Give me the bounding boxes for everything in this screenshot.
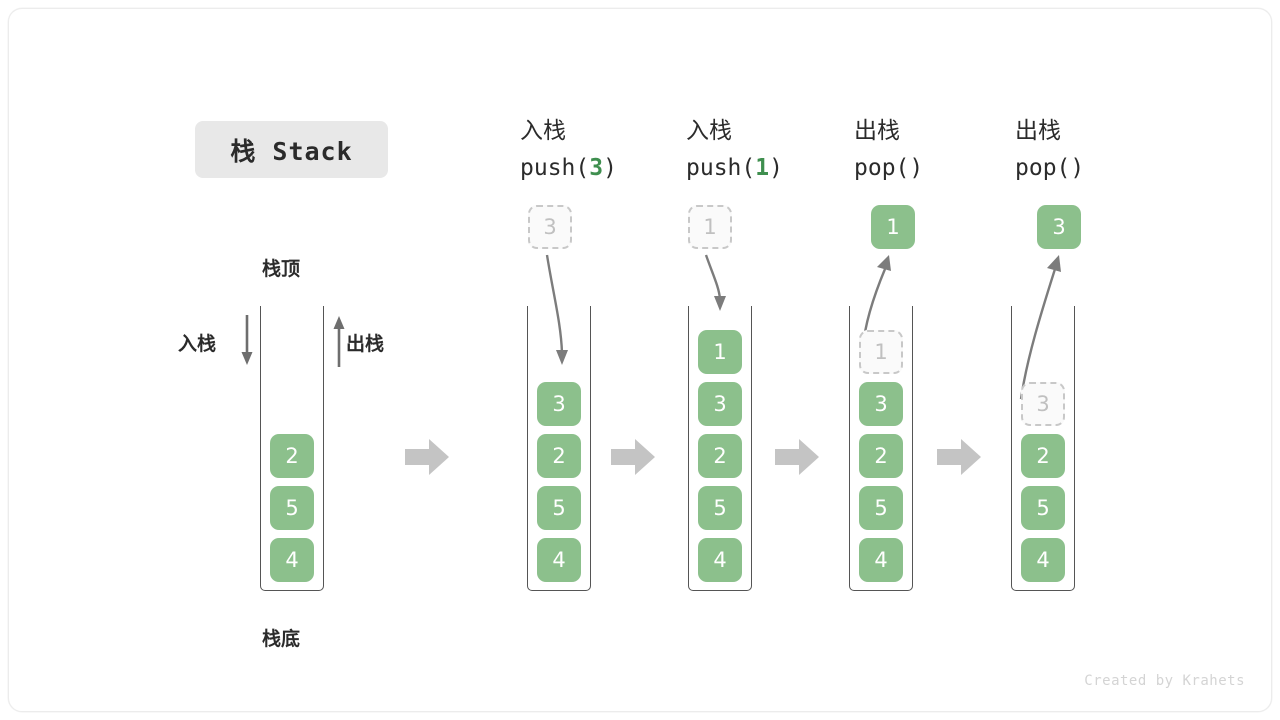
header-call-suffix: ) <box>909 155 924 181</box>
stack-container-initial <box>260 306 324 591</box>
flow-arrow-icon <box>775 439 819 475</box>
stack-cell: 2 <box>1021 434 1065 478</box>
column-header-line1: 出栈 <box>1015 118 1061 144</box>
floating-element-pop-2: 3 <box>1037 205 1081 249</box>
stack-cell: 2 <box>698 434 742 478</box>
column-header-pop-2: 出栈 pop() <box>1015 113 1195 187</box>
stack-cell: 2 <box>270 434 314 478</box>
push-motion-arrow-icon <box>704 254 726 311</box>
column-header-line1: 入栈 <box>520 118 566 144</box>
column-header-push-1: 入栈 push(1) <box>686 113 866 187</box>
stack-cell: 3 <box>537 382 581 426</box>
stack-cell: 3 <box>698 382 742 426</box>
header-call-prefix: pop( <box>1015 155 1071 181</box>
stack-title-chip: 栈 Stack <box>195 121 388 178</box>
stack-cell: 4 <box>270 538 314 582</box>
floating-element-push-1: 1 <box>688 205 732 249</box>
stack-cell: 2 <box>537 434 581 478</box>
stack-cell: 5 <box>1021 486 1065 530</box>
stack-cell: 5 <box>859 486 903 530</box>
push-side-label: 入栈 <box>178 333 217 355</box>
stack-cell: 3 <box>859 382 903 426</box>
header-call-suffix: ) <box>1070 155 1085 181</box>
flow-arrow-icon <box>937 439 981 475</box>
header-call-suffix: ) <box>769 155 783 181</box>
stack-cell: 4 <box>1021 538 1065 582</box>
stack-cell: 1 <box>698 330 742 374</box>
stack-cells-pop-1: 1 3 2 5 4 <box>849 306 913 591</box>
pop-direction-arrow-icon <box>333 316 345 367</box>
column-header-line2: push(3) <box>520 150 700 187</box>
stack-cells-push-1: 1 3 2 5 4 <box>688 306 752 591</box>
header-call-prefix: push( <box>520 155 590 181</box>
column-header-line2: pop() <box>854 150 1034 187</box>
stack-cell: 5 <box>270 486 314 530</box>
stack-container-pop-2 <box>1011 306 1075 591</box>
floating-element-pop-1: 1 <box>871 205 915 249</box>
pop-side-label: 出栈 <box>346 333 385 355</box>
stack-bottom-label: 栈底 <box>262 628 301 650</box>
stack-cell: 4 <box>698 538 742 582</box>
flow-arrow-icon <box>611 439 655 475</box>
diagram-card: 栈 Stack 入栈 push(3) 入栈 push(1) 出栈 pop() 出… <box>8 8 1272 712</box>
stack-cells-push-3: 3 2 5 4 <box>527 306 591 591</box>
header-call-suffix: ) <box>603 155 617 181</box>
stack-cell: 5 <box>537 486 581 530</box>
stack-cell: 4 <box>537 538 581 582</box>
header-call-arg: 3 <box>589 155 604 181</box>
column-header-line2: pop() <box>1015 150 1195 187</box>
stack-cells-initial: 2 5 4 <box>260 306 324 591</box>
stack-cell: 1 <box>859 330 903 374</box>
header-call-arg: 1 <box>755 155 770 181</box>
flow-arrow-icon <box>405 439 449 475</box>
stack-cell: 2 <box>859 434 903 478</box>
push-direction-arrow-icon <box>241 315 253 365</box>
column-header-line1: 出栈 <box>854 118 900 144</box>
header-call-prefix: pop( <box>854 155 910 181</box>
stack-container-push-1 <box>688 306 752 591</box>
stack-cell: 4 <box>859 538 903 582</box>
stack-cell: 3 <box>1021 382 1065 426</box>
stack-container-push-3 <box>527 306 591 591</box>
push-motion-arrow-icon <box>545 254 568 365</box>
column-header-pop-1: 出栈 pop() <box>854 113 1034 187</box>
stack-top-label: 栈顶 <box>262 258 301 280</box>
column-header-push-3: 入栈 push(3) <box>520 113 700 187</box>
floating-element-push-3: 3 <box>528 205 572 249</box>
header-call-prefix: push( <box>686 155 756 181</box>
stack-container-pop-1 <box>849 306 913 591</box>
column-header-line2: push(1) <box>686 150 866 187</box>
stack-cell: 5 <box>698 486 742 530</box>
column-header-line1: 入栈 <box>686 118 732 144</box>
stack-cells-pop-2: 3 2 5 4 <box>1011 306 1075 591</box>
footer-credit: Created by Krahets <box>1084 673 1245 689</box>
